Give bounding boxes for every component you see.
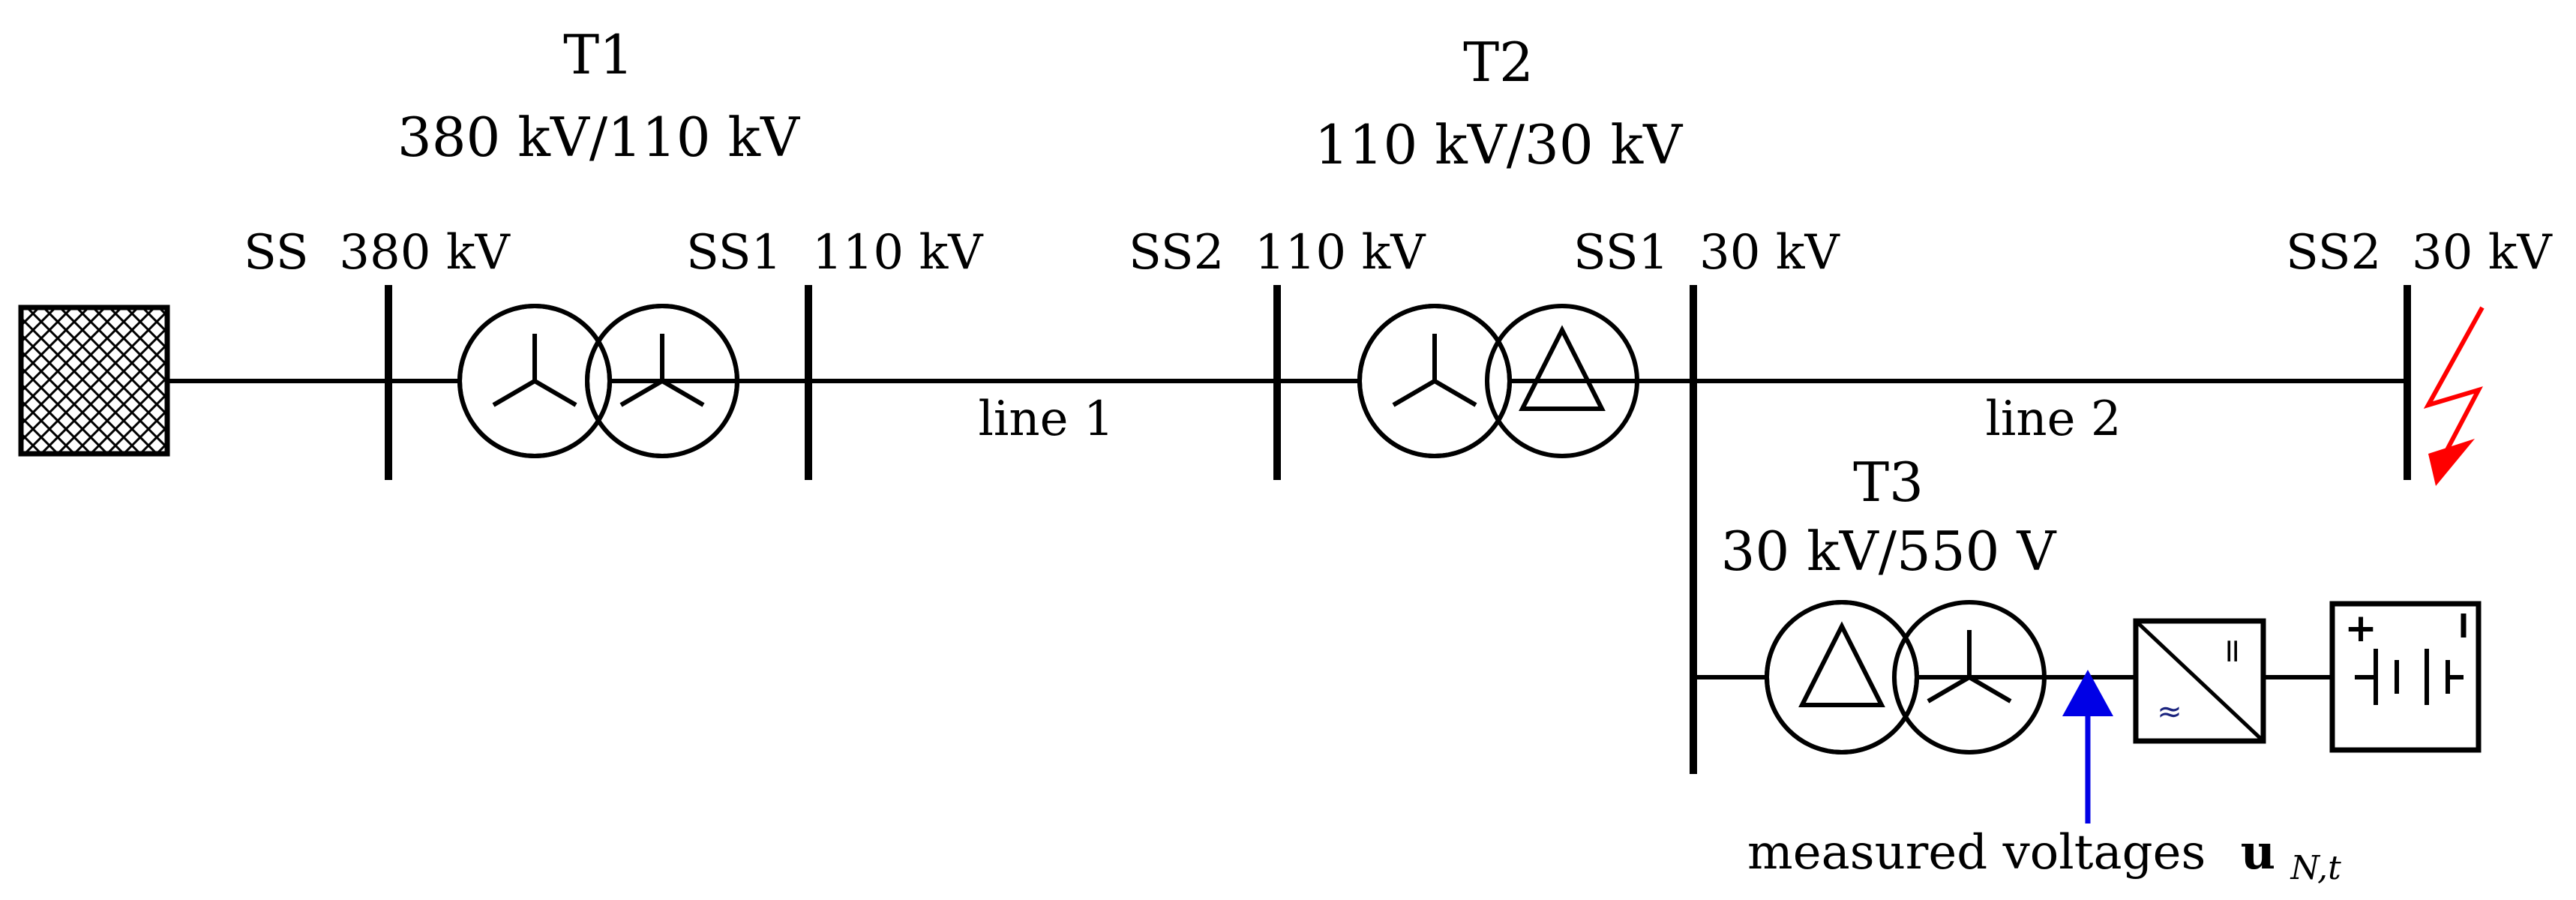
busbar-label-ss-380kv: SS 380 kV	[244, 225, 511, 280]
transformer-name-t2: T2	[1463, 31, 1534, 94]
transformer-t1	[457, 304, 739, 458]
measurement-label-text: measured voltages	[1747, 825, 2206, 880]
ac-dc-converter-icon: = ≈	[2133, 618, 2266, 744]
measurement-label: measured voltages u N,t	[1747, 824, 2341, 887]
converter-ac-mark: ≈	[2157, 694, 2182, 729]
battery-icon: +	[2329, 601, 2482, 753]
delta-winding-icon	[1798, 621, 1885, 707]
converter-dc-mark: =	[2214, 638, 2252, 665]
busbar-label-ss2-110kv: SS2 110 kV	[1129, 225, 1426, 280]
star-winding-icon	[619, 334, 705, 407]
transformer-t2	[1357, 304, 1639, 458]
line-label-line2: line 2	[1985, 392, 2121, 447]
star-winding-icon	[1927, 630, 2012, 704]
transformer-name-t1: T1	[563, 23, 634, 86]
star-winding-icon	[492, 334, 577, 407]
arrow-up-icon	[2062, 670, 2113, 824]
battery-plus-mark: +	[2344, 606, 2377, 651]
transformer-rating-t2: 110 kV/30 kV	[1315, 113, 1684, 176]
lightning-fault-icon	[2423, 306, 2485, 486]
transformer-name-t3: T3	[1853, 451, 1924, 514]
delta-winding-icon	[1519, 325, 1606, 411]
external-grid-hatched-icon	[18, 304, 170, 457]
busbar-label-ss2-30kv: SS2 30 kV	[2286, 225, 2554, 280]
busbar-label-ss1-110kv: SS1 110 kV	[686, 225, 984, 280]
transformer-rating-t1: 380 kV/110 kV	[397, 106, 801, 169]
line-label-line1: line 1	[978, 392, 1114, 447]
star-winding-icon	[1392, 334, 1477, 407]
busbar-label-ss1-30kv: SS1 30 kV	[1573, 225, 1841, 280]
transformer-t3	[1765, 600, 2047, 754]
measurement-symbol: u	[2241, 824, 2276, 880]
transformer-rating-t3: 30 kV/550 V	[1721, 520, 2058, 583]
measurement-symbol-subscript: N,t	[2290, 849, 2342, 887]
